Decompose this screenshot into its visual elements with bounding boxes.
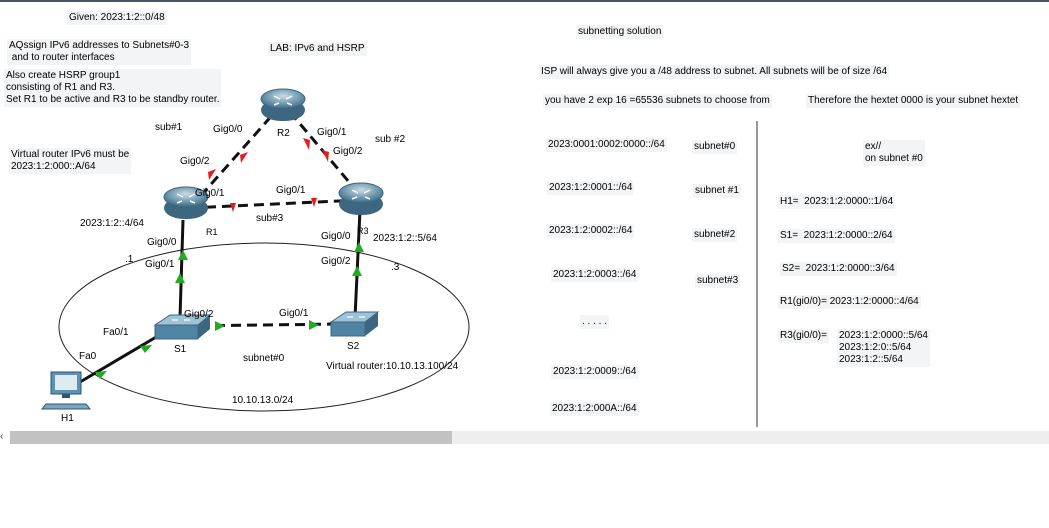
assign-note: AQssign IPv6 addresses to Subnets#0-3 an… [7, 39, 192, 65]
subnet-address: 2023:1:2:000A::/64 [550, 402, 639, 416]
isp-note: ISP will always give you a /48 address t… [539, 65, 890, 79]
scroll-left-arrow[interactable]: ‹ [0, 431, 4, 442]
r3-gig00-label: Gig0/0 [321, 231, 351, 242]
r3-gig01-label: Gig0/1 [276, 185, 306, 196]
solution-title: subnetting solution [576, 25, 664, 39]
r2-gig01-label: Gig0/1 [317, 127, 347, 138]
sub1-label: sub#1 [155, 122, 183, 133]
dot1-label: .1 [125, 254, 134, 265]
r1-gig00-label: Gig0/0 [147, 237, 177, 248]
lab-title: LAB: IPv6 and HSRP [268, 42, 367, 56]
s2-gig01-label: Gig0/1 [279, 308, 309, 319]
r3-gi00-label: R3(gi0/0)= [778, 329, 829, 343]
r3-gig02-label: Gig0/2 [333, 146, 363, 157]
link-up-indicators [95, 242, 364, 379]
subnet-address: 2023:1:2:0003::/64 [551, 268, 639, 282]
subnet-address: 2023:1:2:0009::/64 [551, 365, 639, 379]
r3-address: 2023:1:2::5/64 [373, 233, 437, 244]
link-r1-s1 [178, 219, 185, 319]
subnet-ellipsis: . . . . . [580, 315, 610, 329]
sub2-label: sub #2 [375, 134, 406, 145]
s1-fa01-label: Fa0/1 [103, 327, 129, 338]
s1-address: S1= 2023:1:2:0000::2/64 [778, 229, 895, 243]
network-address: 10.10.13.0/24 [232, 395, 294, 406]
given-note: Given: 2023:1:2::0/48 [67, 11, 167, 25]
s2-name: S2 [347, 341, 360, 352]
r3-gi00-addresses: 2023:1:2:0000::5/64 2023:1:2:0::5/64 202… [837, 329, 930, 367]
virtual-router-address: Virtual router:10.10.13.100/24 [326, 361, 459, 372]
subnet0-label: subnet#0 [243, 353, 285, 364]
subnet-name: subnet #1 [693, 184, 741, 198]
hextet-note: Therefore the hextet 0000 is your subnet… [806, 94, 1021, 108]
r3-name: R3 [357, 226, 369, 236]
h1-name: H1 [61, 413, 74, 424]
r2-gig00-label: Gig0/0 [213, 124, 243, 135]
pc-h1-icon[interactable] [40, 371, 92, 410]
s1-name: S1 [174, 344, 187, 355]
hsrp-note: Also create HSRP group1 consisting of R1… [4, 69, 222, 107]
r1-address: 2023:1:2::4/64 [80, 218, 144, 229]
subnet-name: subnet#3 [695, 274, 741, 288]
switch-s1-icon[interactable] [153, 314, 212, 340]
router-r1-icon[interactable] [163, 186, 209, 219]
subnet-address: 2023:1:2:0002::/64 [547, 224, 635, 238]
sub3-label: sub#3 [256, 213, 284, 224]
top-border [0, 0, 1049, 2]
s2-address: S2= 2023:1:2:0000::3/64 [780, 262, 897, 276]
link-r1-r3 [189, 198, 361, 210]
subnet-name: subnet#2 [692, 228, 738, 242]
h1-address: H1= 2023:1:2:0000::1/64 [778, 195, 896, 209]
link-r3-s2 [353, 209, 362, 319]
horizontal-scrollbar-thumb[interactable] [10, 431, 452, 444]
subnet-address: 2023:0001:0002:0000::/64 [546, 138, 667, 152]
lan-ellipse [58, 242, 470, 412]
router-r2-icon[interactable] [260, 88, 306, 121]
r2-name: R2 [277, 128, 290, 139]
example-note: ex// on subnet #0 [863, 140, 925, 166]
s1-gig01-label: Gig0/1 [145, 259, 175, 270]
router-r3-icon[interactable] [338, 182, 384, 215]
dot3-label: .3 [391, 262, 400, 273]
subnet-count-note: you have 2 exp 16 =65536 subnets to choo… [543, 94, 772, 108]
switch-s2-icon[interactable] [329, 311, 380, 337]
subnet-name: subnet#0 [692, 140, 738, 154]
r1-gig02-label: Gig0/2 [180, 156, 210, 167]
s2-gig02-label: Gig0/2 [321, 256, 351, 267]
link-s1-h1 [79, 328, 169, 384]
r1-gig01-label: Gig0/1 [195, 188, 225, 199]
subnet-address: 2023:1:2:0001::/64 [547, 181, 635, 195]
r1-name: R1 [206, 227, 218, 237]
s1-gig02-label: Gig0/2 [184, 309, 214, 320]
link-down-indicators [208, 138, 329, 212]
virtual-router-note: Virtual router IPv6 must be 2023:1:2:000… [9, 148, 132, 174]
h1-fa0-label: Fa0 [79, 351, 97, 362]
r1-gi00-address: R1(gi0/0)= 2023:1:2:0000::4/64 [778, 295, 921, 309]
